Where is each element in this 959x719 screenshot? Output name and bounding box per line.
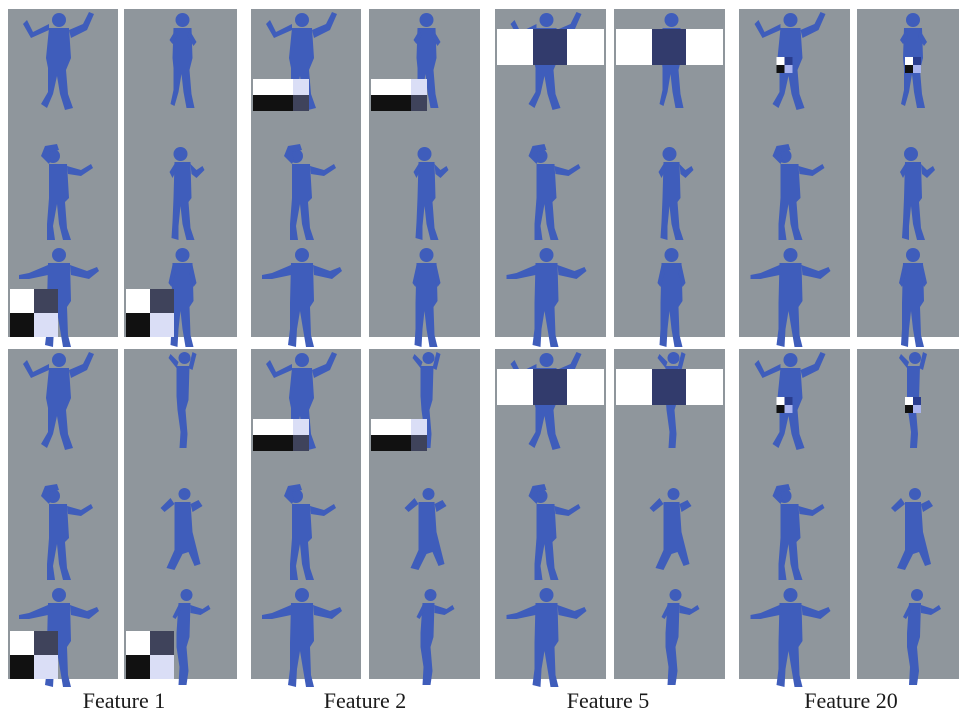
feature-caption-20: Feature 20 [804,688,898,713]
panel-r1-c6 [614,9,725,347]
two-bar-feature [371,419,427,451]
checkerboard-feature [10,289,58,337]
checkerboard-feature [126,289,174,337]
two-bar-feature [253,419,309,451]
small-checker-feature [776,57,793,73]
panel-r2-c6 [614,349,725,685]
panel-r2-c8 [857,349,959,685]
panel-r2-c2 [124,349,237,685]
three-bar-feature [616,29,723,65]
checkerboard-feature [126,631,174,679]
panel-r1-c8 [857,9,959,347]
panel-r1-c7 [739,9,850,347]
three-bar-feature [497,369,604,405]
two-bar-feature [253,79,309,111]
panel-r2-c1 [8,349,118,687]
checkerboard-feature [10,631,58,679]
panel-r2-c4 [369,349,480,685]
panel-r1-c2 [124,9,237,347]
small-checker-feature [776,397,793,413]
small-checker-feature [905,397,921,413]
panel-r1-c3 [251,9,361,347]
panel-r1-c5 [495,9,606,347]
panel-r1-c4 [369,9,480,347]
panel-r2-c7 [739,349,850,687]
panel-r2-c5 [495,349,606,687]
feature-caption-5: Feature 5 [566,688,650,713]
panel-r2-c3 [251,349,361,687]
panel-r1-c1 [8,9,118,347]
three-bar-feature [616,369,723,405]
three-bar-feature [497,29,604,65]
feature-caption-1: Feature 1 [82,688,166,713]
small-checker-feature [905,57,921,73]
feature-caption-2: Feature 2 [323,688,407,713]
two-bar-feature [371,79,427,111]
